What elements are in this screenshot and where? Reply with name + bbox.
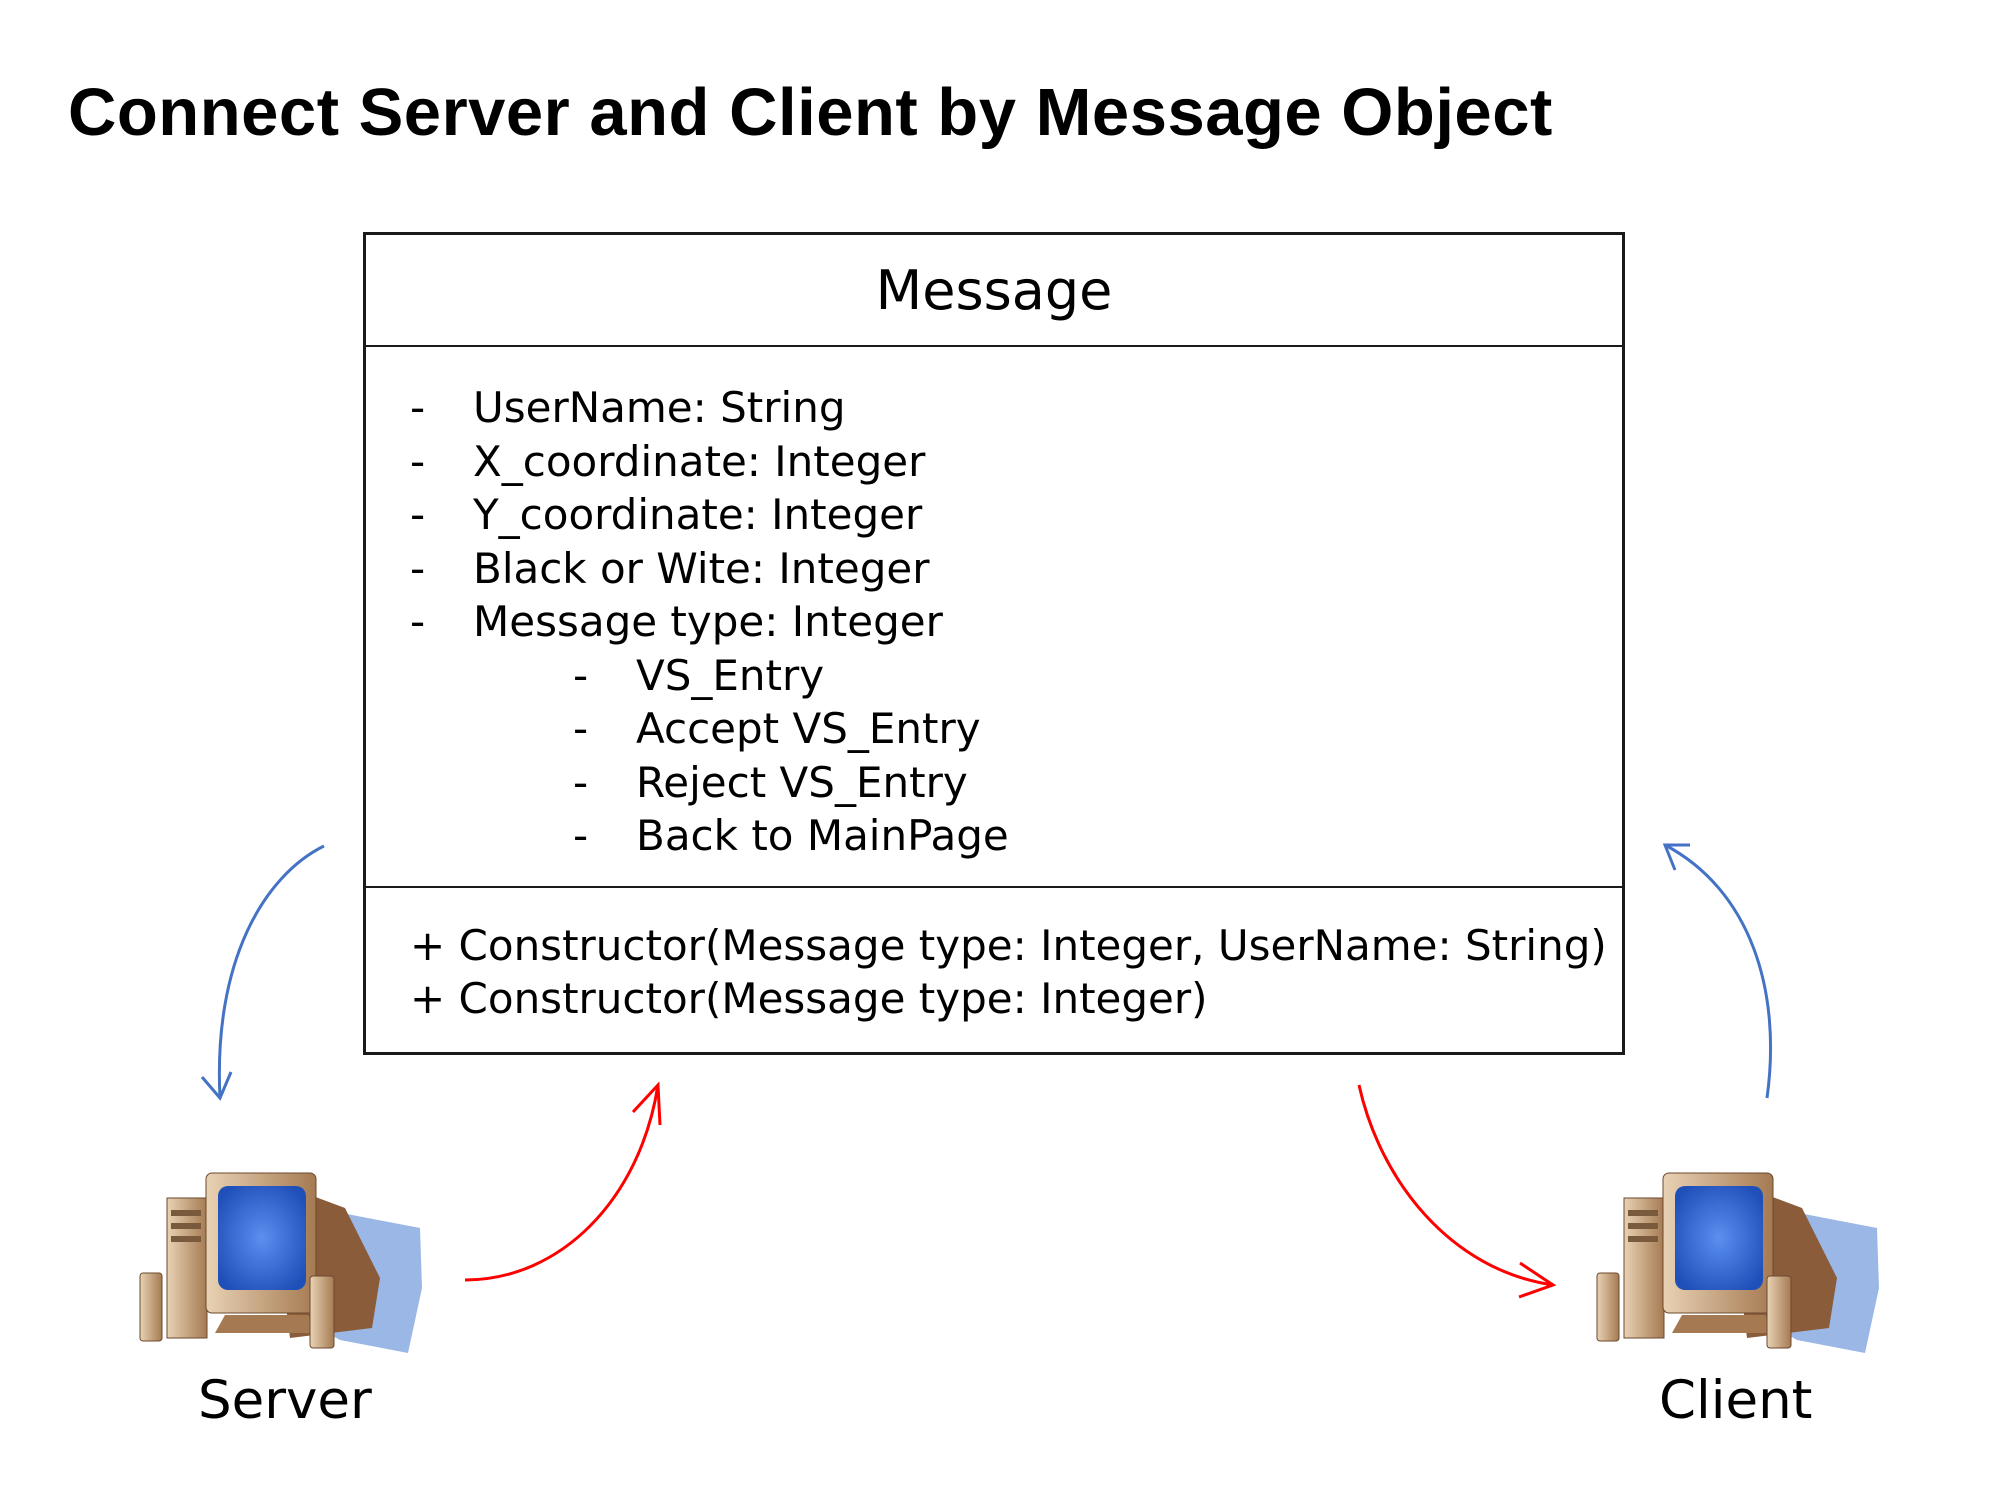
attribute-text: Black or Wite: Integer [473, 543, 930, 593]
server-label: Server [198, 1370, 372, 1431]
attribute-bullet: - [573, 757, 589, 807]
arrow-message-to-server [200, 844, 325, 1101]
diagram-title: Connect Server and Client by Message Obj… [68, 75, 1553, 150]
attribute-bullet: - [573, 650, 589, 700]
client-computer-icon [1596, 1172, 1879, 1353]
attribute-text: Back to MainPage [636, 811, 1009, 860]
attribute-text: Y_coordinate: Integer [473, 490, 923, 539]
operation-item: + Constructor(Message type: Integer, Use… [410, 921, 1607, 970]
attribute-bullet: - [573, 704, 589, 753]
client-label: Client [1659, 1370, 1813, 1431]
operation-item: + Constructor(Message type: Integer) [410, 974, 1208, 1023]
message-class-box: Message -UserName: String-X_coordinate: … [363, 232, 1625, 1055]
attribute-text: Message type: Integer [473, 597, 943, 646]
arrow-server-to-message [464, 1081, 662, 1282]
attribute-bullet: - [410, 436, 426, 486]
server-computer-icon [139, 1172, 422, 1353]
attribute-bullet: - [410, 383, 426, 432]
attribute-text: UserName: String [473, 383, 846, 432]
attribute-text: Reject VS_Entry [636, 757, 968, 807]
attribute-text: X_coordinate: Integer [473, 436, 926, 486]
attribute-text: Accept VS_Entry [636, 704, 981, 753]
attribute-bullet: - [410, 490, 426, 539]
attribute-bullet: - [410, 597, 426, 646]
attribute-bullet: - [573, 811, 589, 860]
arrow-client-to-message [1662, 843, 1773, 1099]
attribute-bullet: - [410, 543, 426, 593]
attribute-text: VS_Entry [636, 650, 825, 700]
attributes-section: -UserName: String-X_coordinate: Integer-… [366, 347, 1622, 888]
arrow-message-to-client [1357, 1084, 1557, 1299]
class-name: Message [366, 235, 1622, 347]
